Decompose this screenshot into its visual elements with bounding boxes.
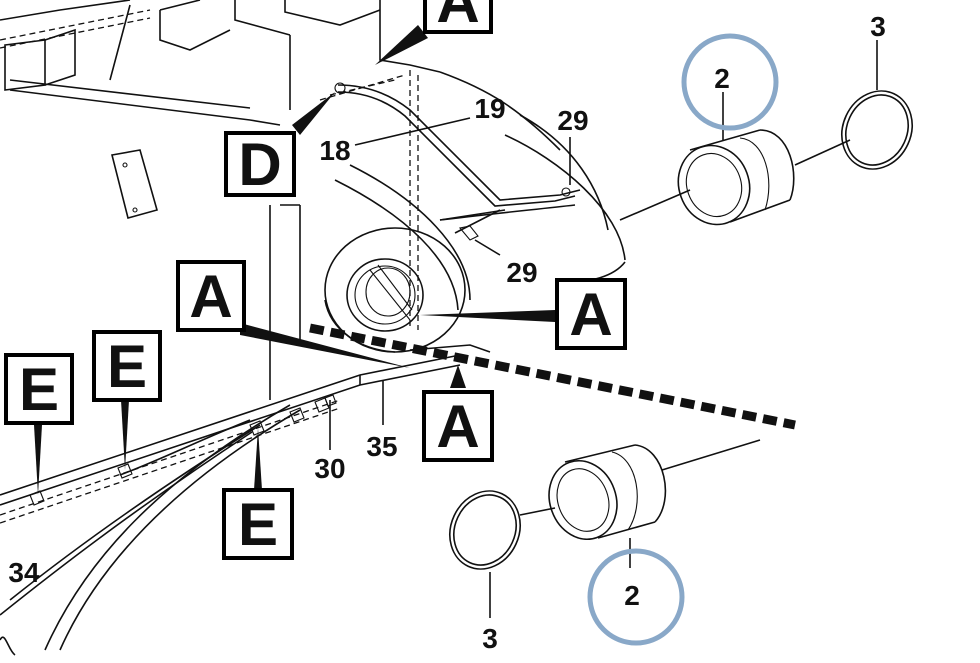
ref-box-a-right: A (555, 278, 627, 350)
highlight-circle-top (681, 33, 779, 131)
arrow-a-top (375, 25, 428, 65)
ref-box-e-left-label: E (19, 356, 59, 423)
ref-box-a-top: A (423, 0, 493, 35)
part-number-18: 18 (319, 135, 350, 166)
ref-box-a-lower: A (422, 390, 494, 462)
arrow-d (292, 92, 335, 135)
arrow-a-right (420, 310, 555, 322)
part-number-19: 19 (474, 93, 505, 124)
ref-box-d: D (224, 131, 296, 198)
arrow-e-lower (254, 428, 262, 490)
ref-box-d-label: D (238, 131, 281, 198)
arrow-e-mid (121, 400, 129, 470)
seal-ring-bottom (449, 490, 521, 570)
ref-box-e-lower-label: E (238, 491, 278, 558)
seal-ring-top (841, 90, 913, 170)
arrow-e-left (34, 425, 42, 495)
lower-frame (0, 344, 491, 656)
part-number-35: 35 (366, 431, 397, 462)
part-number-30: 30 (314, 453, 345, 484)
part-number-34: 34 (8, 557, 40, 588)
bushing-top (619, 129, 851, 226)
part-number-3-top: 3 (870, 11, 886, 42)
leader-lines (34, 25, 878, 618)
part-number-2-top: 2 (714, 63, 730, 94)
ref-box-a-right-label: A (569, 281, 612, 348)
part-number-2-bottom: 2 (624, 580, 640, 611)
ref-box-a-left: A (176, 260, 246, 332)
ref-box-e-mid: E (92, 330, 162, 402)
part-number-29-top: 29 (557, 105, 588, 136)
bushing-bottom (519, 439, 761, 541)
ref-box-e-left: E (4, 353, 74, 425)
hub-housing (324, 114, 626, 353)
arrow-a-lower (450, 365, 466, 388)
lubrication-pipes (334, 82, 581, 241)
center-axis (309, 323, 796, 430)
highlight-circle-bottom (587, 548, 685, 646)
arrow-a-left (240, 323, 410, 368)
ref-box-e-lower: E (222, 488, 294, 560)
ref-box-a-top-label: A (436, 0, 479, 35)
part-number-29-bottom: 29 (506, 257, 537, 288)
ref-box-e-mid-label: E (107, 333, 147, 400)
ref-box-a-lower-label: A (436, 393, 479, 460)
part-number-3-bottom: 3 (482, 623, 498, 654)
ref-box-a-left-label: A (189, 263, 232, 330)
